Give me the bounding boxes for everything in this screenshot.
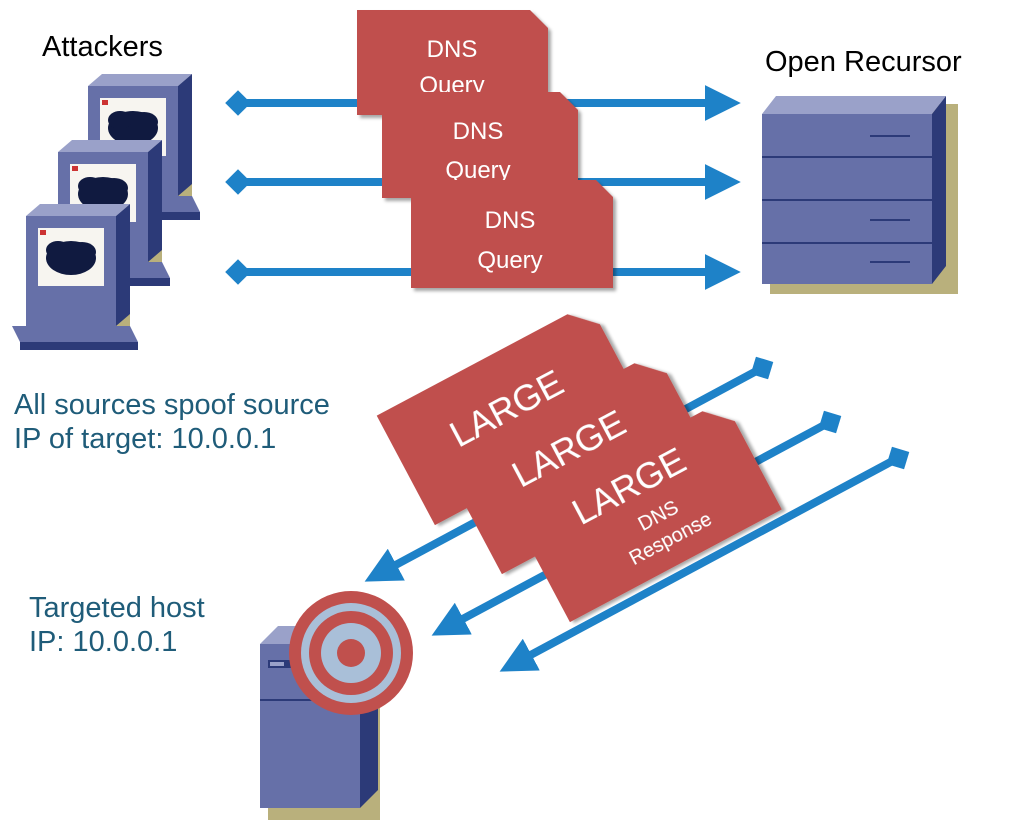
targeted-host-server [260, 591, 413, 820]
spoof-note-line-2: IP of target: 10.0.0.1 [14, 423, 277, 455]
query-packet-2: DNS Query [382, 92, 578, 198]
attackers-label: Attackers [42, 31, 163, 63]
bullseye-icon [289, 591, 413, 715]
query-packet-label: DNS [453, 118, 504, 145]
spoof-note: All sources spoof source IP of target: 1… [14, 388, 330, 456]
open-recursor-server [762, 96, 958, 294]
query-packet-label: DNS [427, 36, 478, 63]
server-icon [762, 96, 958, 294]
attacker-computer-3 [12, 204, 138, 350]
targeted-host-line-1: Targeted host [29, 592, 205, 624]
target-server-icon [260, 626, 380, 820]
query-packet-label: Query [477, 247, 542, 274]
query-packet-label: Query [445, 157, 510, 184]
computer-icon [12, 204, 138, 350]
query-packet-label: DNS [485, 207, 536, 234]
query-packet-1: DNS Query [357, 10, 548, 115]
targeted-host-line-2: IP: 10.0.0.1 [29, 626, 178, 658]
query-packet-3: DNS Query [411, 180, 613, 288]
targeted-host-label: Targeted host IP: 10.0.0.1 [29, 591, 205, 659]
response-arrow-3 [499, 446, 910, 672]
open-recursor-label: Open Recursor [765, 46, 962, 78]
spoof-note-line-1: All sources spoof source [14, 389, 330, 421]
